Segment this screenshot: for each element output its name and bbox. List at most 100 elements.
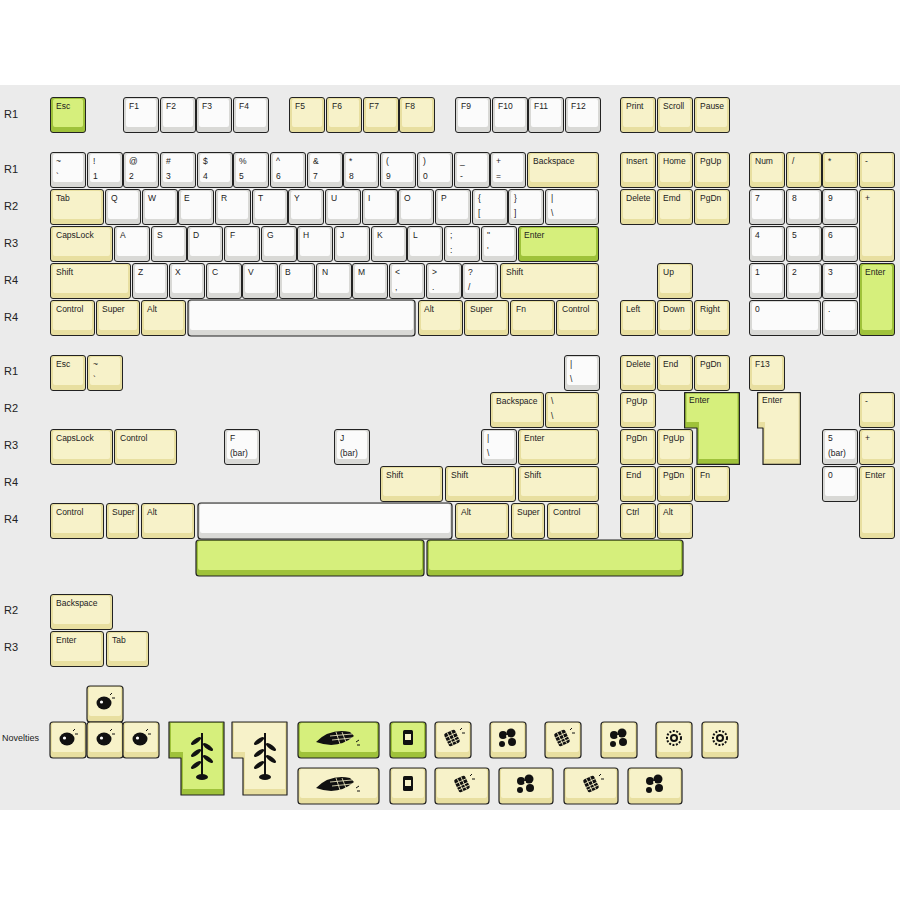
key-legend: 5: [239, 172, 244, 181]
keycap: Up: [657, 263, 693, 299]
key-legend: End: [626, 471, 641, 480]
keycap: U: [325, 189, 361, 225]
key-legend: #: [166, 157, 171, 166]
key-legend: Esc: [56, 102, 70, 111]
keycap: Super: [511, 503, 545, 539]
key-legend: 9: [386, 172, 391, 181]
keycap: +: [859, 429, 895, 465]
keycap: Delete: [620, 189, 656, 225]
key-legend: 0: [755, 305, 760, 314]
key-legend: 7: [755, 194, 760, 203]
key-legend: 0: [828, 471, 833, 480]
key-legend: F: [230, 434, 235, 443]
key-legend: Backspace: [56, 599, 98, 608]
key-legend: /: [468, 283, 470, 292]
key-legend: -: [460, 172, 463, 181]
key-legend: Shift: [524, 471, 541, 480]
key-legend: Control: [56, 508, 83, 517]
keycap: X: [169, 263, 205, 299]
key-legend: +: [865, 194, 870, 203]
key-legend: H: [303, 231, 309, 240]
novelty-icon: [60, 693, 728, 793]
keycap: Shift: [445, 466, 516, 502]
key-legend: Control: [56, 305, 83, 314]
key-legend: @: [129, 157, 138, 166]
keycap: }]: [508, 189, 544, 225]
keycap: F7: [363, 97, 399, 133]
keycap: Insert: [620, 152, 656, 188]
key-legend: F2: [166, 102, 176, 111]
key-legend: .: [828, 305, 830, 314]
keycap: PgDn: [620, 429, 656, 465]
key-legend: 6: [828, 231, 833, 240]
keycap: Enter: [518, 429, 599, 465]
keycap: @2: [123, 152, 159, 188]
keycap: Enter: [518, 226, 599, 262]
key-legend: A: [120, 231, 126, 240]
keycap: 2: [786, 263, 822, 299]
key-legend: Alt: [461, 508, 471, 517]
key-legend: ,: [395, 283, 397, 292]
key-legend: Shift: [506, 268, 523, 277]
keycap: L: [407, 226, 443, 262]
key-legend: [: [478, 209, 480, 218]
keycap: Alt: [657, 503, 693, 539]
keycap: Shift: [500, 263, 599, 299]
keycap: Down: [657, 300, 693, 336]
keycap: Print: [620, 97, 656, 133]
key-legend: PgUp: [700, 157, 721, 166]
key-legend: Z: [138, 268, 143, 277]
key-legend: Ctrl: [626, 508, 639, 517]
keycap: )0: [417, 152, 453, 188]
key-legend: Pause: [700, 102, 724, 111]
keycap: F1: [123, 97, 159, 133]
keycap: F5: [289, 97, 325, 133]
key-legend: |: [551, 194, 553, 203]
keycap: F4: [233, 97, 269, 133]
key-legend: *: [828, 157, 831, 166]
keycap: O: [398, 189, 434, 225]
key-legend: F4: [239, 102, 249, 111]
key-legend: Print: [626, 102, 643, 111]
keycap: G: [261, 226, 297, 262]
key-legend: `: [93, 375, 96, 384]
key-legend: \: [551, 397, 553, 406]
key-legend: 2: [792, 268, 797, 277]
row-label: Novelties: [2, 734, 39, 743]
key-legend: W: [148, 194, 156, 203]
keycap: CapsLock: [50, 226, 113, 262]
key-legend: Up: [663, 268, 674, 277]
keycap: Y: [288, 189, 324, 225]
key-legend: 5: [792, 231, 797, 240]
keycap: -: [859, 392, 895, 428]
keycap: F13: [749, 355, 785, 391]
key-legend: PgDn: [700, 360, 721, 369]
key-legend: Emd: [663, 194, 680, 203]
key-legend: F: [230, 231, 235, 240]
keycap: %5: [233, 152, 269, 188]
novelty-keycap: [50, 686, 738, 804]
keycap: ^6: [270, 152, 306, 188]
row-label: R4: [4, 514, 18, 525]
keycap: Enter: [50, 631, 104, 667]
ground-panel: [0, 85, 900, 810]
keycap: *8: [343, 152, 379, 188]
keycap: Ctrl: [620, 503, 656, 539]
key-legend: Control: [553, 508, 580, 517]
key-legend: Enter: [56, 636, 76, 645]
keycap: |\: [481, 429, 517, 465]
keycap: >.: [426, 263, 462, 299]
keycap: +: [859, 189, 895, 262]
keycap: Super: [96, 300, 140, 336]
novelty-keycap-face: [52, 687, 736, 798]
keycap: Alt: [455, 503, 509, 539]
keycap: Z: [132, 263, 168, 299]
keycap: H: [297, 226, 333, 262]
keycap: Backspace: [50, 594, 113, 630]
keycap: <,: [389, 263, 425, 299]
row-label: R3: [4, 440, 18, 451]
key-legend: F6: [332, 102, 342, 111]
keycap: ;:: [444, 226, 480, 262]
key-legend: PgUp: [626, 397, 647, 406]
key-legend: ;: [450, 231, 452, 240]
